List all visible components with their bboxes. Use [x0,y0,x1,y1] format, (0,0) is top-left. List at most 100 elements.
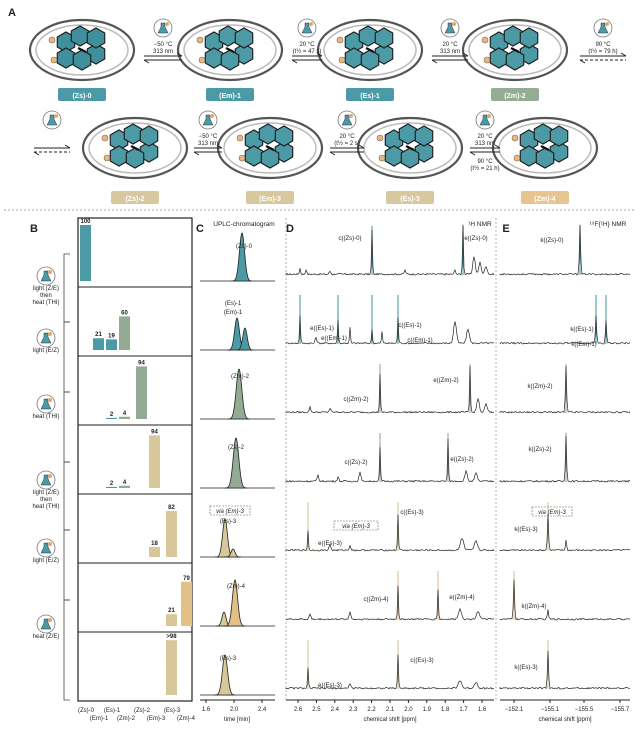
condition-text: heat (THI) [32,504,59,510]
bar [119,416,130,419]
ring [109,145,129,167]
molecule-row1 [176,18,284,82]
ring [234,27,254,49]
fnmr-annotation: k((Zm)-4) [522,604,547,610]
lamp-icon [605,22,609,26]
arrow5-bottom: 313 nm [198,141,218,147]
via-box [333,520,379,531]
lamp-icon [48,474,52,478]
condition-badge [36,328,56,348]
bar [166,511,177,557]
arrow7-badge [475,110,495,130]
ring [258,123,278,145]
lamp-icon [48,618,52,622]
condition-text: then [40,497,52,503]
fnmr-spectrum [499,366,631,414]
state-label [521,191,569,204]
hnmr-spectrum [285,224,495,276]
ring [535,147,555,169]
panel-label-d: D [286,223,294,235]
state-label [58,88,106,101]
ring [344,47,364,69]
arrow2-badge [297,18,317,38]
condition-badge [36,538,56,558]
bar-value: 4 [123,480,127,486]
ring [72,49,92,71]
arrow4-top: 90 °C [595,42,611,48]
ring [86,43,106,65]
hnmr-tick-label: 2.1 [386,707,395,713]
fluorine-atom [48,36,56,44]
arrow-continue [33,144,71,156]
state-label-text: (Es)-1 [360,93,380,100]
panel-label-a: A [8,7,16,19]
state-label [346,88,394,101]
ring [123,123,143,145]
double-bond [540,145,550,151]
ring [519,27,539,49]
uplc-tick-label: 2.4 [258,707,267,713]
via-box [531,506,573,517]
bar-value: 2 [110,481,114,487]
double-bond [365,47,375,53]
flask-icon [479,114,491,126]
hnmr-annotation: e((Zm)-4) [449,595,474,601]
ring [414,125,434,147]
state-label-text: (Zs)-2 [125,196,144,203]
condition-text: heat (THI) [32,414,59,420]
condition-text: light (Z/E) [33,286,59,292]
state-label [246,191,294,204]
double-bond [405,145,415,151]
x-tick-top: (Zs)-0 [78,708,95,714]
x-tick-top: (Es)-1 [104,708,121,714]
bar [106,417,117,419]
bar-value: 21 [95,332,102,338]
fnmr-spectrum [499,435,631,483]
ring [204,47,224,69]
flask-icon [46,114,58,126]
uplc-peak-label: (Es)-1 [225,301,242,307]
uplc-peak-label: via (Em)-3 [216,509,244,515]
bar [149,546,160,557]
chain-loop-inner [88,122,182,174]
flask-icon [40,618,52,630]
arrow-head [176,52,183,57]
x-tick-top: (Zs)-2 [134,708,151,714]
arrow4-bottom: (t½ = 79 h) [588,48,617,55]
hnmr-annotation: e((Es)-3) [318,541,342,547]
chain-loop [461,18,569,82]
hnmr-spectrum [285,585,495,621]
uplc-peak [235,327,254,351]
bar-value: 21 [168,608,175,614]
flask-icon [40,398,52,410]
ring [70,25,90,47]
condition-badge [36,614,56,634]
arrow1 [143,52,183,64]
arrow5 [193,144,223,156]
flask-icon [40,474,52,486]
ring [374,27,394,49]
ring [220,49,240,71]
bar-value: 94 [138,360,145,366]
arrow-head [291,59,298,64]
fluorine-atom [513,154,521,162]
hnmr-annotation: c((Zm)-4) [364,597,389,603]
lamp-icon [165,22,169,26]
bar-value: 79 [183,576,190,582]
hnmr-tick-label: 2.2 [367,707,376,713]
hnmr-xlabel: chemical shift [ppm] [363,717,416,723]
arrow-continue-badge [42,110,62,130]
state-label-text: (Es)-3 [400,196,420,203]
bar-value: 94 [151,429,158,435]
chain-loop [176,18,284,82]
bar-value: 2 [110,412,114,418]
ring [519,43,539,65]
arrow7-extra2: (t½ = 21 h) [470,165,499,172]
ring [244,145,264,167]
flask-icon [202,114,214,126]
ring [519,145,539,167]
chain-loop-inner [323,24,417,76]
arrow7-bottom: 313 nm [475,141,495,147]
hnmr-annotation: c((Zs)-2) [345,460,368,466]
chain-loop-inner [468,24,562,76]
